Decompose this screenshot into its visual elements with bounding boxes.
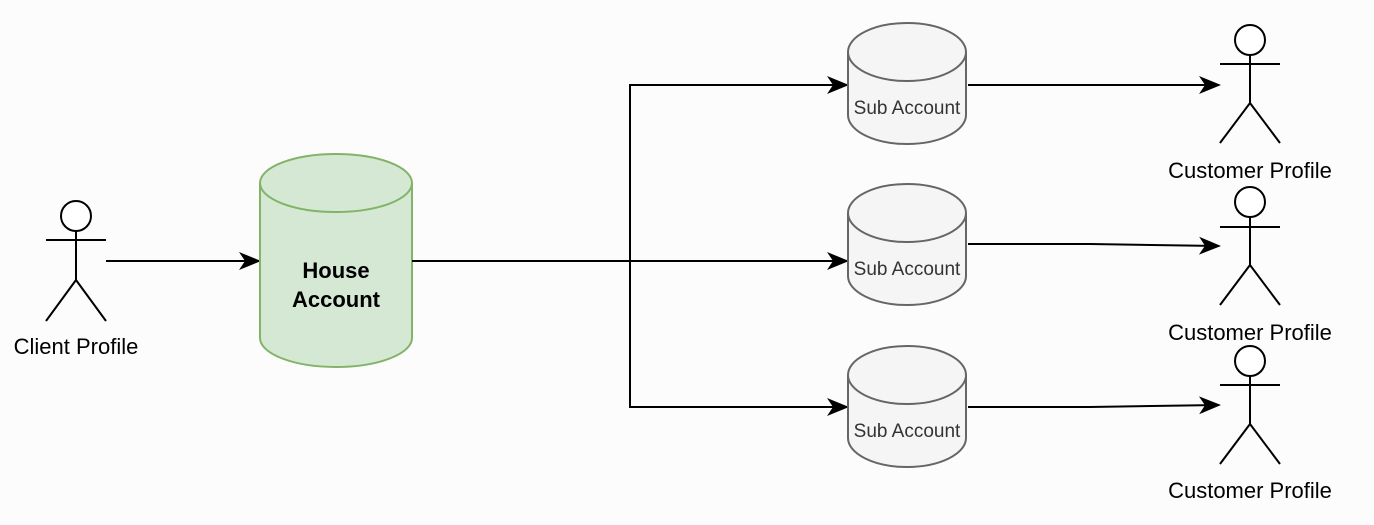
edges-subs-customers [968, 76, 1221, 415]
sub-account-label-1: Sub Account [853, 98, 961, 119]
customer-actor-icon-1[interactable] [1219, 24, 1281, 144]
house-account-label-line1: House [302, 258, 370, 283]
sub-account-cylinder-1[interactable] [847, 22, 967, 145]
customer-actor-icon-3[interactable] [1219, 345, 1281, 465]
customer-profile-label-2: Customer Profile [1168, 320, 1332, 345]
customer-actor-icon-2[interactable] [1219, 186, 1281, 306]
sub-account-cylinder-3[interactable] [847, 345, 967, 468]
customer-profile-label-1: Customer Profile [1168, 158, 1332, 183]
house-account-label-line2: Account [292, 287, 380, 312]
sub-account-label-3: Sub Account [853, 421, 961, 442]
edges-house-subs [412, 76, 849, 416]
house-account-label: House Account [292, 256, 380, 314]
client-profile-label: Client Profile [13, 334, 139, 359]
client-actor-icon[interactable] [45, 200, 107, 322]
sub-account-cylinder-2[interactable] [847, 183, 967, 306]
sub-account-label-2: Sub Account [853, 259, 961, 280]
house-account-cylinder[interactable] [259, 153, 413, 368]
customer-profile-label-3: Customer Profile [1168, 478, 1332, 503]
